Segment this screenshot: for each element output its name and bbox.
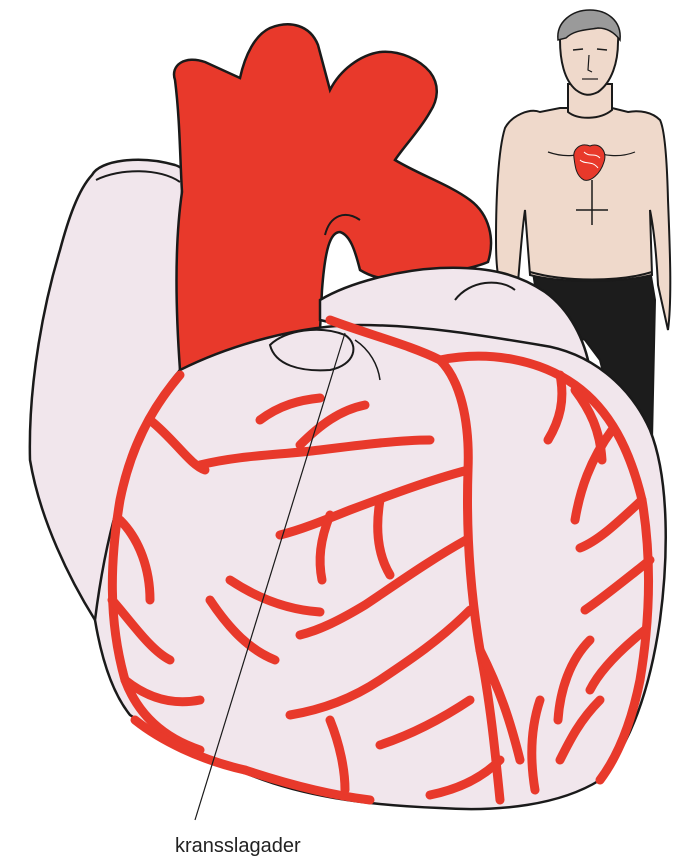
coronary-arteries-label: kransslagader — [175, 835, 301, 857]
